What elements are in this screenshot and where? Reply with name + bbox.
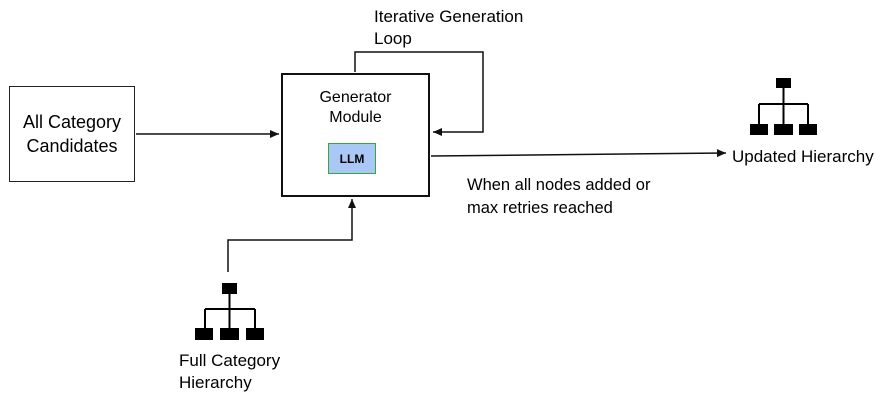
candidates-label-line2: Candidates — [26, 136, 118, 156]
candidates-label-line1: All Category — [22, 112, 122, 132]
full-hierarchy-icon — [195, 283, 264, 340]
condition-label-line2: max retries reached — [467, 199, 613, 217]
llm-node: LLM — [328, 143, 376, 174]
generator-label-line2: Module — [329, 109, 382, 126]
loop-label: Iterative Generation Loop — [374, 6, 523, 50]
updated-hierarchy-label: Updated Hierarchy — [732, 147, 874, 166]
generator-module-title: Generator Module — [283, 88, 428, 128]
full-hierarchy-label: Full Category Hierarchy — [179, 350, 280, 394]
full-hierarchy-label-line1: Full Category — [179, 351, 281, 370]
output-condition-label: When all nodes added or max retries reac… — [467, 174, 650, 220]
updated-hierarchy-icon — [750, 78, 817, 135]
category-candidates-node: All Category Candidates — [9, 86, 135, 182]
loop-label-line2: Loop — [374, 29, 412, 48]
generator-label-line1: Generator — [319, 89, 392, 106]
iterative-loop-arrow — [354, 51, 484, 136]
full-hierarchy-label-line2: Hierarchy — [179, 373, 252, 392]
hierarchy-to-generator-arrow — [227, 199, 356, 272]
llm-label: LLM — [339, 151, 365, 166]
condition-label-line1: When all nodes added or — [467, 176, 651, 194]
generator-to-output-arrow — [430, 149, 727, 158]
loop-label-line1: Iterative Generation — [374, 7, 524, 26]
generator-module-node: Generator Module LLM — [281, 73, 430, 197]
